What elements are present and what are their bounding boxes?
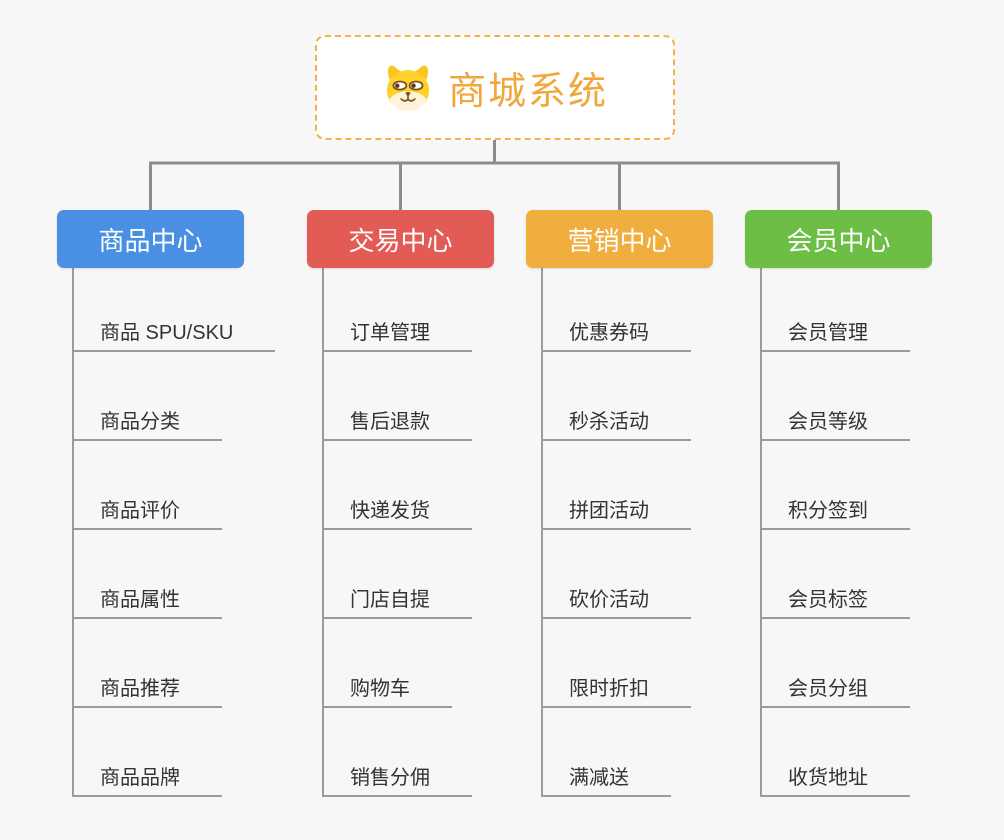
branch-label: 会员中心 — [786, 225, 891, 256]
leaf-node[interactable]: 收货地址 — [760, 768, 910, 797]
leaf-node[interactable]: 购物车 — [322, 679, 452, 708]
leaf-node[interactable]: 满减送 — [541, 768, 671, 797]
branch-label: 商品中心 — [98, 225, 203, 256]
leaf-node[interactable]: 会员管理 — [760, 323, 910, 352]
leaf-node[interactable]: 商品属性 — [72, 590, 222, 619]
leaf-node[interactable]: 销售分佣 — [322, 768, 472, 797]
branch-label: 交易中心 — [348, 225, 453, 256]
branch-node-trade-center[interactable]: 交易中心 — [307, 210, 494, 268]
leaf-node[interactable]: 订单管理 — [322, 323, 472, 352]
leaf-node[interactable]: 砍价活动 — [541, 590, 691, 619]
leaf-node[interactable]: 优惠券码 — [541, 323, 691, 352]
leaf-node[interactable]: 拼团活动 — [541, 501, 691, 530]
leaf-node[interactable]: 积分签到 — [760, 501, 910, 530]
leaf-node[interactable]: 快递发货 — [322, 501, 472, 530]
root-node-label: 商城系统 — [447, 71, 608, 113]
leaf-node[interactable]: 商品推荐 — [72, 679, 222, 708]
branch-node-marketing-center[interactable]: 营销中心 — [526, 210, 713, 268]
leaf-node[interactable]: 限时折扣 — [541, 679, 691, 708]
leaf-node[interactable]: 商品品牌 — [72, 768, 222, 797]
leaf-node[interactable]: 门店自提 — [322, 590, 472, 619]
leaf-node[interactable]: 会员等级 — [760, 412, 910, 441]
branch-node-member-center[interactable]: 会员中心 — [745, 210, 932, 268]
leaf-node[interactable]: 售后退款 — [322, 412, 472, 441]
leaf-node[interactable]: 商品分类 — [72, 412, 222, 441]
leaf-node[interactable]: 秒杀活动 — [541, 412, 691, 441]
root-node-mall-system[interactable]: 商城系统 — [315, 35, 675, 140]
leaf-node[interactable]: 会员标签 — [760, 590, 910, 619]
shiba-dog-icon — [382, 64, 434, 112]
branch-node-product-center[interactable]: 商品中心 — [57, 210, 244, 268]
branch-label: 营销中心 — [567, 225, 672, 256]
leaf-node[interactable]: 商品评价 — [72, 501, 222, 530]
leaf-node[interactable]: 商品 SPU/SKU — [72, 323, 276, 352]
leaf-node[interactable]: 会员分组 — [760, 679, 910, 708]
